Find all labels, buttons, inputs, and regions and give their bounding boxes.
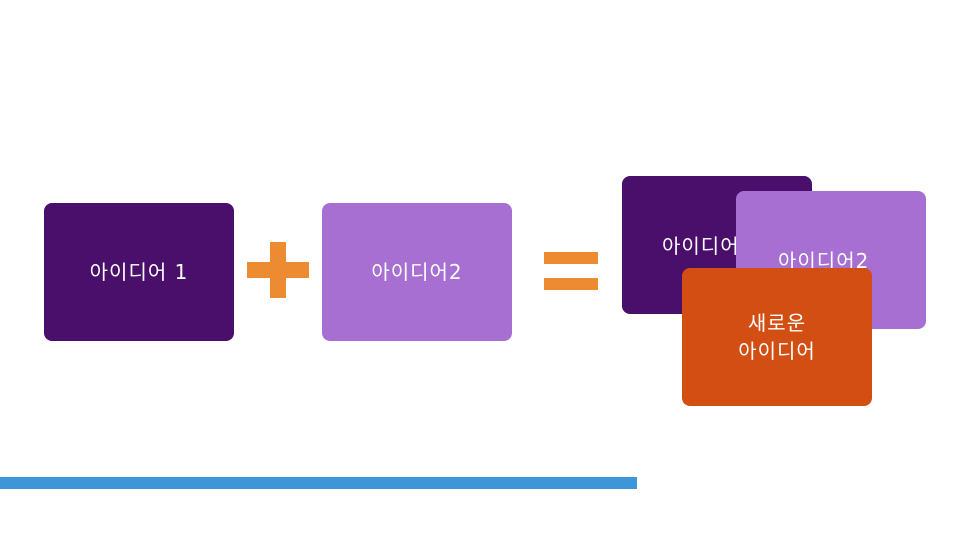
accent-divider xyxy=(0,477,637,489)
idea-1-box: 아이디어 1 xyxy=(44,203,234,341)
idea-1-label: 아이디어 1 xyxy=(89,260,189,284)
plus-icon xyxy=(247,242,309,298)
new-idea-label-line1: 새로운 xyxy=(747,311,807,335)
equals-icon xyxy=(544,252,598,290)
idea-2-label: 아이디어2 xyxy=(371,260,463,284)
new-idea-label-line2: 아이디어 xyxy=(738,339,816,363)
idea-2-box: 아이디어2 xyxy=(322,203,512,341)
new-idea-box: 새로운 아이디어 xyxy=(682,268,872,406)
